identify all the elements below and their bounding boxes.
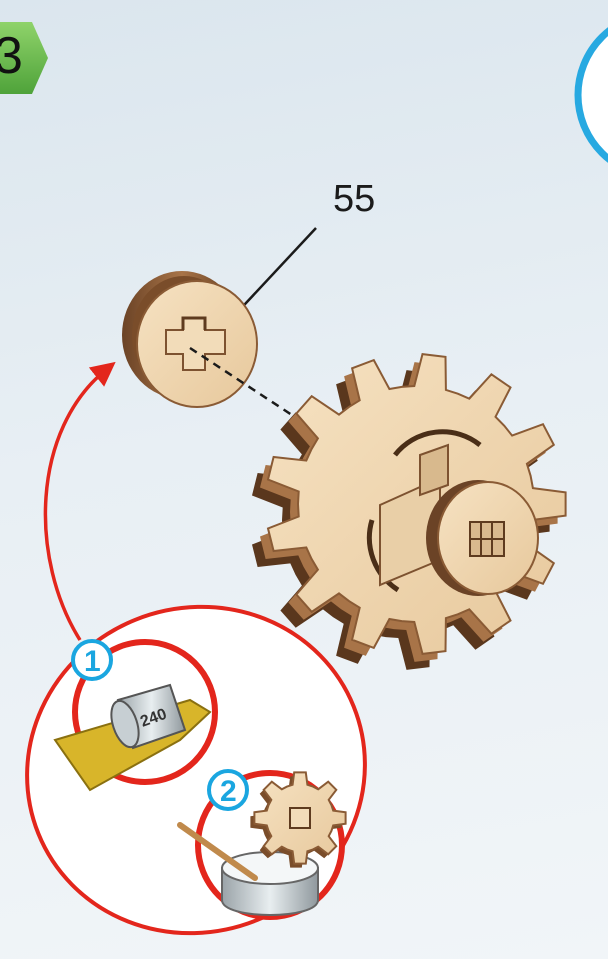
- square-axle-end: [470, 522, 504, 556]
- part-number-label: 55: [333, 180, 375, 218]
- gear-hub-top: [420, 445, 448, 495]
- red-arrow: [45, 368, 108, 640]
- badge-1: 1: [84, 645, 101, 678]
- badge-2: 2: [220, 775, 237, 808]
- large-gear: [252, 354, 566, 670]
- small-gear-hole: [290, 808, 310, 828]
- part-55-disc: [122, 271, 257, 407]
- next-step-circle: [578, 13, 608, 177]
